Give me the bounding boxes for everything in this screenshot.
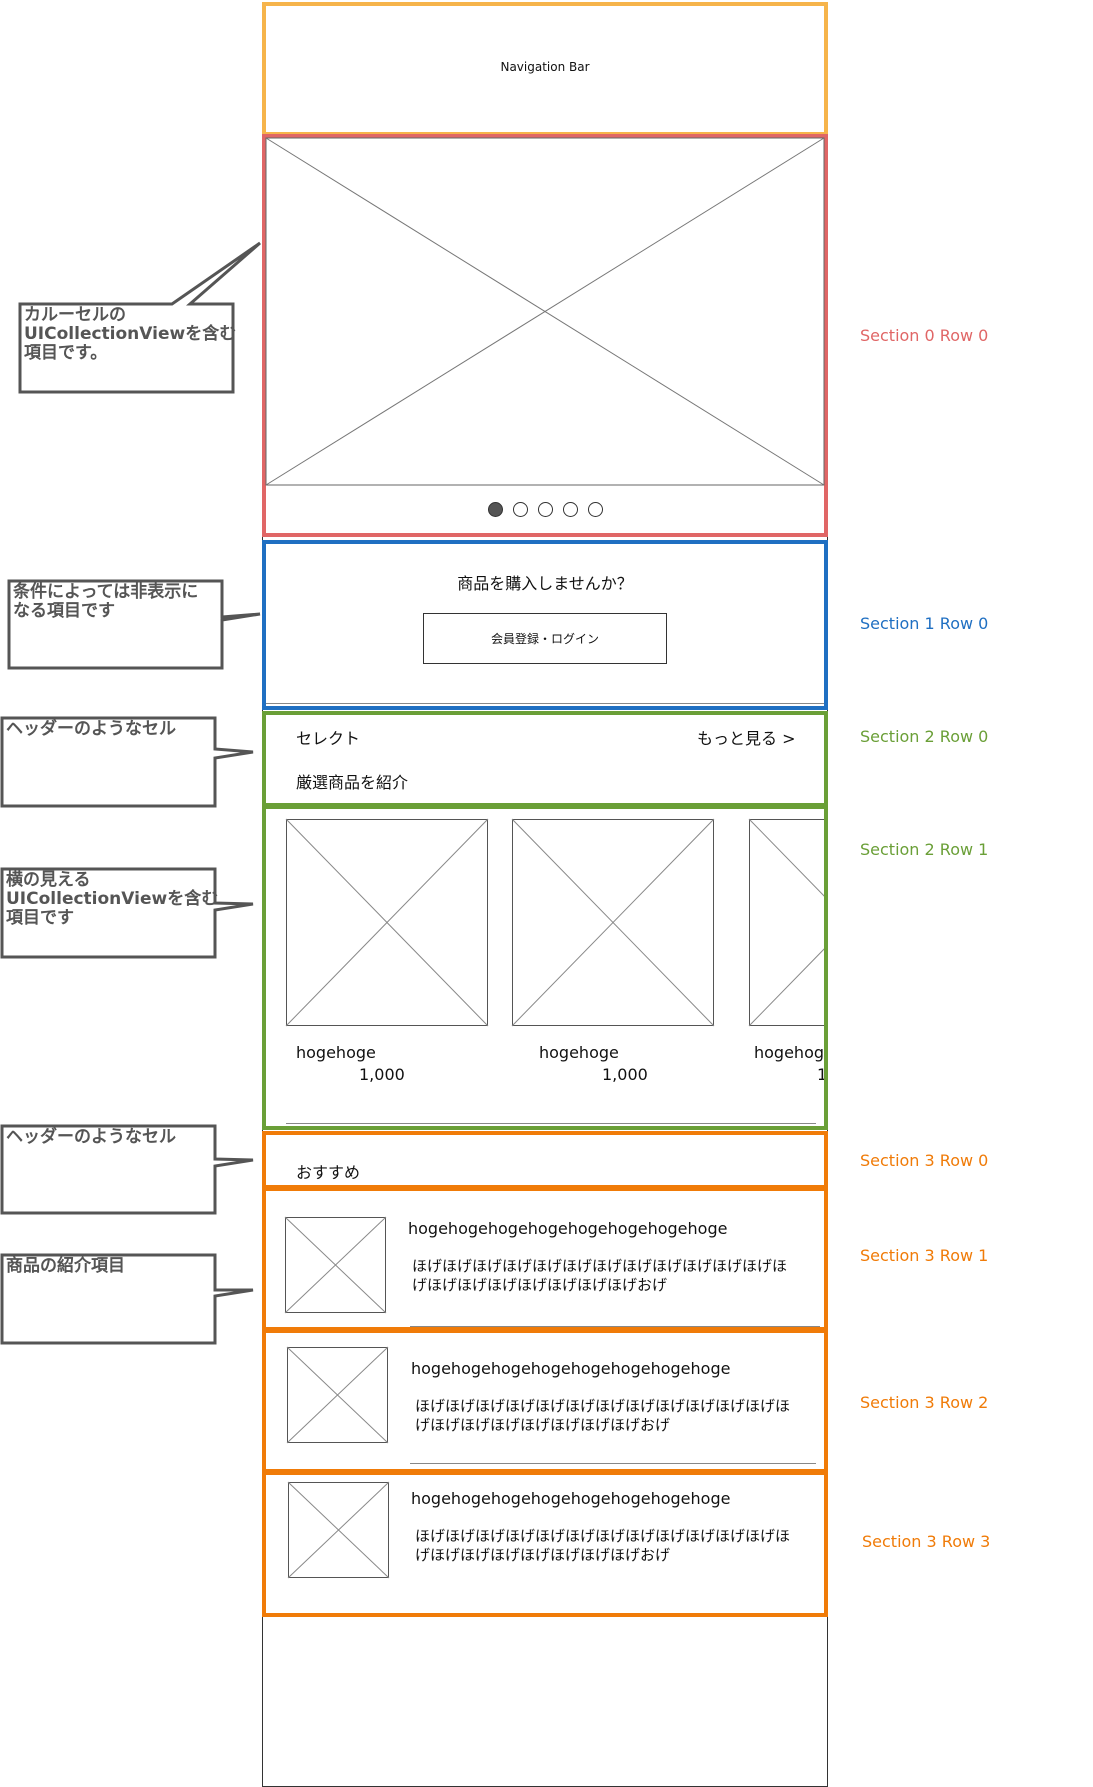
recommend-item-title: hogehogehogehogehogehogehogehoge	[411, 1489, 731, 1508]
section-label: Section 2 Row 0	[860, 727, 989, 746]
product-image-placeholder[interactable]	[748, 818, 824, 1027]
product-image-placeholder[interactable]	[285, 818, 489, 1027]
product-price: 1,000	[602, 1065, 648, 1084]
product-name: hogehoge	[296, 1043, 376, 1062]
recommend-item-desc-line2: げほげほげほげほげほげほげほげおげ	[415, 1546, 671, 1564]
signup-login-button[interactable]: 会員登録・ログイン	[423, 613, 667, 664]
divider	[286, 1123, 816, 1124]
callout-header-cell: ヘッダーのようなセル	[6, 719, 176, 739]
divider	[410, 1326, 820, 1327]
carousel-page-dot[interactable]	[588, 502, 603, 517]
carousel-cell	[262, 134, 828, 537]
product-price: 1,000	[359, 1065, 405, 1084]
product-name: hogehoge	[539, 1043, 619, 1062]
recommend-item-desc-line1: ほげほげほげほげほげほげほげほげほげほげほげほげほ	[412, 1257, 788, 1275]
recommend-header-title: おすすめ	[296, 1163, 361, 1182]
section-label: Section 0 Row 0	[860, 326, 989, 345]
section-label: Section 3 Row 2	[860, 1393, 989, 1412]
section-label: Section 3 Row 1	[860, 1246, 989, 1265]
callout-shapes	[0, 241, 261, 1345]
select-header-title: セレクト	[296, 729, 361, 748]
recommend-item-desc-line2: げほげほげほげほげほげほげほげおげ	[412, 1276, 668, 1294]
carousel-page-dot[interactable]	[538, 502, 553, 517]
signup-login-button-label: 会員登録・ログイン	[490, 632, 599, 646]
carousel-page-dot[interactable]	[488, 502, 503, 517]
more-link[interactable]: もっと見る >	[697, 729, 796, 748]
recommend-item-desc-line2: げほげほげほげほげほげほげほげおげ	[415, 1416, 671, 1434]
purchase-prompt-question: 商品を購入しませんか？	[457, 574, 633, 593]
recommend-item-title: hogehogehogehogehogehogehogehoge	[411, 1359, 731, 1378]
recommend-item-image-placeholder	[287, 1481, 390, 1579]
recommend-item-image-placeholder	[286, 1346, 389, 1444]
callout-header-cell: ヘッダーのようなセル	[6, 1127, 176, 1147]
select-header-subtitle: 厳選商品を紹介	[296, 773, 409, 792]
recommend-item-desc-line1: ほげほげほげほげほげほげほげほげほげほげほげほげほ	[415, 1397, 791, 1415]
recommend-item-title: hogehogehogehogehogehogehogehoge	[408, 1219, 728, 1238]
recommend-item-desc-line1: ほげほげほげほげほげほげほげほげほげほげほげほげほ	[415, 1527, 791, 1545]
purchase-prompt-cell	[262, 540, 828, 710]
section-label: Section 3 Row 3	[862, 1532, 991, 1551]
callout-conditional: 条件によっては非表示に なる項目です	[13, 582, 199, 621]
divider	[266, 703, 824, 704]
horizontal-collection-view[interactable]: hogehoge 1,000 hogehoge 1,000 hogehog 1	[266, 809, 824, 1126]
product-price: 1	[817, 1065, 824, 1084]
select-products-cell	[262, 805, 828, 1130]
product-name: hogehog	[754, 1043, 824, 1062]
carousel-image-placeholder[interactable]	[265, 137, 825, 488]
section-label: Section 3 Row 0	[860, 1151, 989, 1170]
divider	[410, 1463, 816, 1464]
callout-product-intro: 商品の紹介項目	[6, 1256, 125, 1276]
callout-horizontal-collection: 横の見える UICollectionViewを含む 項目です	[6, 870, 219, 928]
product-image-placeholder[interactable]	[511, 818, 715, 1027]
carousel-page-dot[interactable]	[563, 502, 578, 517]
section-label: Section 1 Row 0	[860, 614, 989, 633]
recommend-item-cell[interactable]	[262, 1471, 828, 1617]
section-label: Section 2 Row 1	[860, 840, 989, 859]
carousel-page-dot[interactable]	[513, 502, 528, 517]
nav-bar-title: Navigation Bar	[500, 60, 590, 74]
callout-carousel: カルーセルの UICollectionViewを含む 項目です。	[24, 305, 237, 363]
recommend-item-image-placeholder	[284, 1216, 387, 1314]
